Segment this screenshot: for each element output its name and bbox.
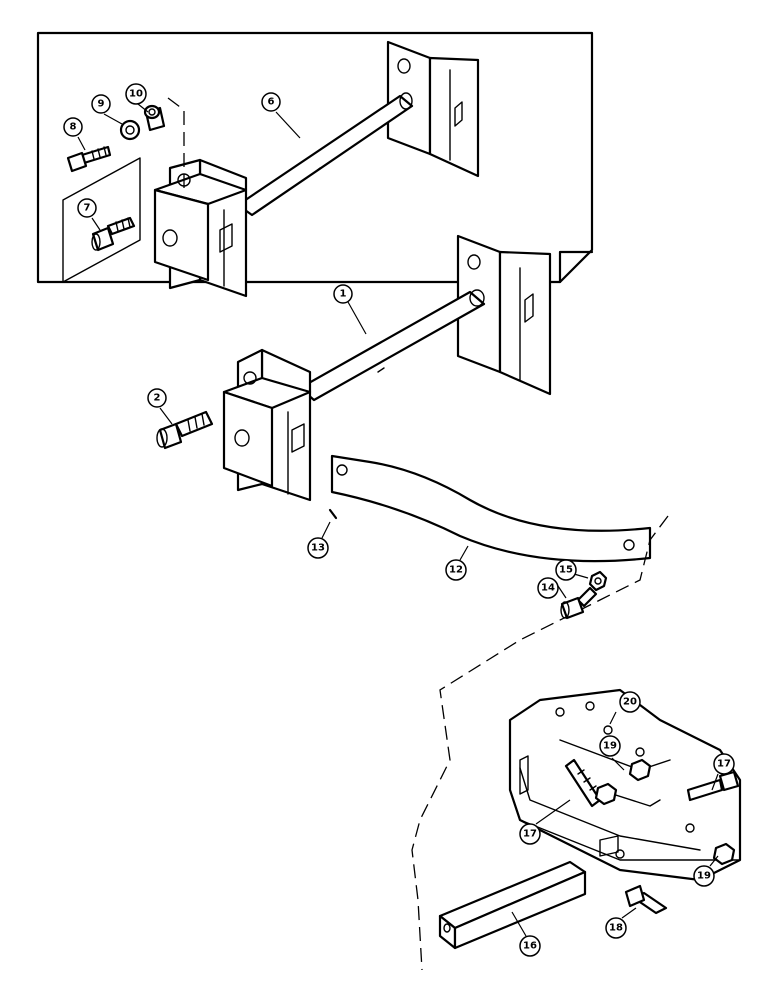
callout-label: 17 [717, 759, 731, 770]
callout-label: 16 [523, 941, 537, 952]
callout-label: 2 [154, 393, 161, 404]
callout-10: 10 [125, 83, 147, 105]
base-plate-20 [508, 688, 742, 882]
inset-washer-9 [119, 119, 141, 141]
callout-9: 9 [91, 94, 111, 114]
callout-17-right: 17 [713, 753, 735, 775]
callout-label: 17 [523, 829, 537, 840]
callout-20: 20 [619, 691, 641, 713]
callout-label: 13 [311, 543, 325, 554]
callout-label: 6 [268, 97, 275, 108]
callout-19-upper: 19 [599, 735, 621, 757]
callout-label: 18 [609, 923, 623, 934]
callout-16: 16 [519, 935, 541, 957]
dashed-region-line [411, 515, 669, 971]
callout-label: 12 [449, 565, 463, 576]
nut-19-mid [594, 782, 618, 806]
callout-label: 1 [340, 289, 347, 300]
nut-19-upper [628, 758, 652, 782]
callout-17-left: 17 [519, 823, 541, 845]
callout-19-lower: 19 [693, 865, 715, 887]
inset-bolt-8 [66, 145, 112, 173]
pin-13 [328, 508, 338, 520]
callout-2: 2 [147, 388, 167, 408]
callout-18: 18 [605, 917, 627, 939]
callout-label: 19 [603, 741, 617, 752]
callout-label: 20 [623, 697, 637, 708]
callout-label: 8 [70, 122, 77, 133]
callout-8: 8 [63, 117, 83, 137]
callout-label: 7 [84, 203, 91, 214]
callout-14: 14 [537, 577, 559, 599]
bolt-18 [624, 884, 668, 915]
inset-spacer-10 [143, 104, 166, 132]
inset-bolt-7 [91, 216, 136, 252]
callout-15: 15 [555, 559, 577, 581]
callout-7: 7 [77, 198, 97, 218]
callout-label: 15 [559, 565, 573, 576]
mount-assembly [222, 234, 552, 502]
callout-label: 10 [129, 89, 143, 100]
nut-15 [588, 570, 608, 592]
callout-13: 13 [307, 537, 329, 559]
inset-mount-assembly [153, 40, 480, 298]
callout-label: 14 [541, 583, 555, 594]
inset-dashed-line [167, 97, 185, 190]
bolt-14 [560, 586, 598, 620]
callout-6: 6 [261, 92, 281, 112]
strap-12 [330, 454, 652, 563]
callout-1: 1 [333, 284, 353, 304]
nut-19-lower [712, 842, 736, 866]
callout-label: 19 [697, 871, 711, 882]
wedge-16 [438, 860, 587, 950]
inset-panel [36, 31, 594, 284]
bolt-2 [156, 410, 214, 450]
callout-label: 9 [98, 99, 105, 110]
callout-leaders [77, 103, 719, 937]
callout-12: 12 [445, 559, 467, 581]
